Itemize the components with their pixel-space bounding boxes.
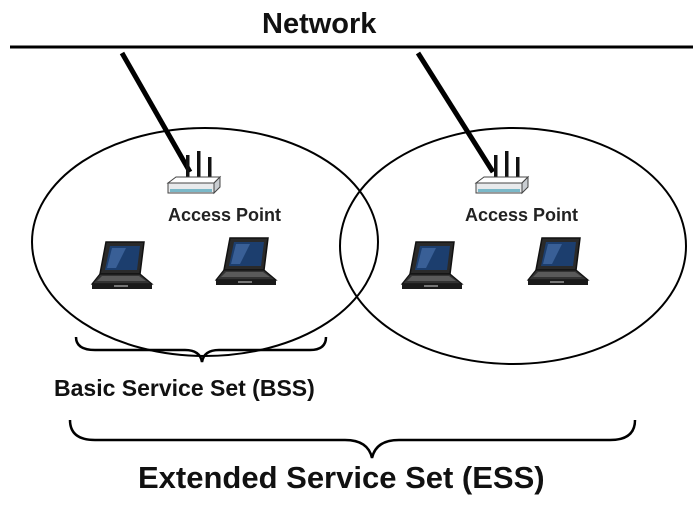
laptop-icon <box>91 241 153 290</box>
ess-label: Extended Service Set (ESS) <box>138 460 545 495</box>
bss-ellipse-right <box>339 127 687 365</box>
laptop-icon <box>215 237 277 286</box>
bss-brace <box>74 336 328 363</box>
uplink-line-left <box>119 51 193 174</box>
bss-label: Basic Service Set (BSS) <box>54 375 315 401</box>
ess-brace <box>68 419 637 459</box>
access-point-label-left: Access Point <box>168 205 282 225</box>
laptop-icon <box>401 241 463 290</box>
router-icon <box>167 150 221 194</box>
access-point-label-right: Access Point <box>465 205 579 225</box>
network-label: Network <box>262 8 377 40</box>
bss-ellipse-left <box>31 127 379 357</box>
uplink-line-right <box>415 51 496 174</box>
laptop-icon <box>527 237 589 286</box>
